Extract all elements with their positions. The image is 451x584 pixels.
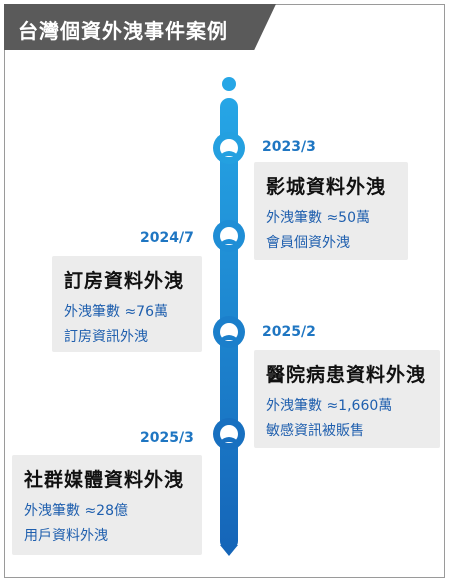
timeline-node: [213, 316, 245, 348]
event-detail: 訂房資訊外洩: [64, 329, 148, 345]
event-detail: 敏感資訊被販售: [266, 423, 364, 439]
leak-count: 外洩筆數 ≈1,660萬: [266, 398, 393, 414]
event-card: 影城資料外洩 外洩筆數 ≈50萬 會員個資外洩: [254, 162, 408, 260]
event-name: 影城資料外洩: [266, 176, 387, 198]
title-banner: 台灣個資外洩事件案例: [4, 4, 276, 50]
event-detail: 會員個資外洩: [266, 235, 350, 251]
event-card: 醫院病患資料外洩 外洩筆數 ≈1,660萬 敏感資訊被販售: [254, 350, 440, 448]
event-date: 2024/7: [140, 230, 194, 246]
timeline-arrow: [220, 545, 238, 556]
event-date: 2025/3: [140, 430, 194, 446]
event-card: 社群媒體資料外洩 外洩筆數 ≈28億 用戶資料外洩: [12, 455, 202, 555]
event-name: 社群媒體資料外洩: [24, 469, 185, 491]
timeline-node: [213, 220, 245, 252]
leak-count: 外洩筆數 ≈28億: [24, 503, 128, 519]
event-card: 訂房資料外洩 外洩筆數 ≈76萬 訂房資訊外洩: [52, 256, 202, 352]
event-name: 訂房資料外洩: [64, 270, 185, 292]
timeline-node: [213, 418, 245, 450]
leak-count: 外洩筆數 ≈50萬: [266, 210, 370, 226]
event-date: 2025/2: [262, 324, 316, 340]
event-name: 醫院病患資料外洩: [266, 364, 427, 386]
timeline-start-dot: [222, 77, 236, 91]
page-title: 台灣個資外洩事件案例: [18, 19, 228, 43]
event-date: 2023/3: [262, 139, 316, 155]
event-detail: 用戶資料外洩: [24, 528, 108, 544]
leak-count: 外洩筆數 ≈76萬: [64, 304, 168, 320]
timeline-node: [213, 132, 245, 164]
